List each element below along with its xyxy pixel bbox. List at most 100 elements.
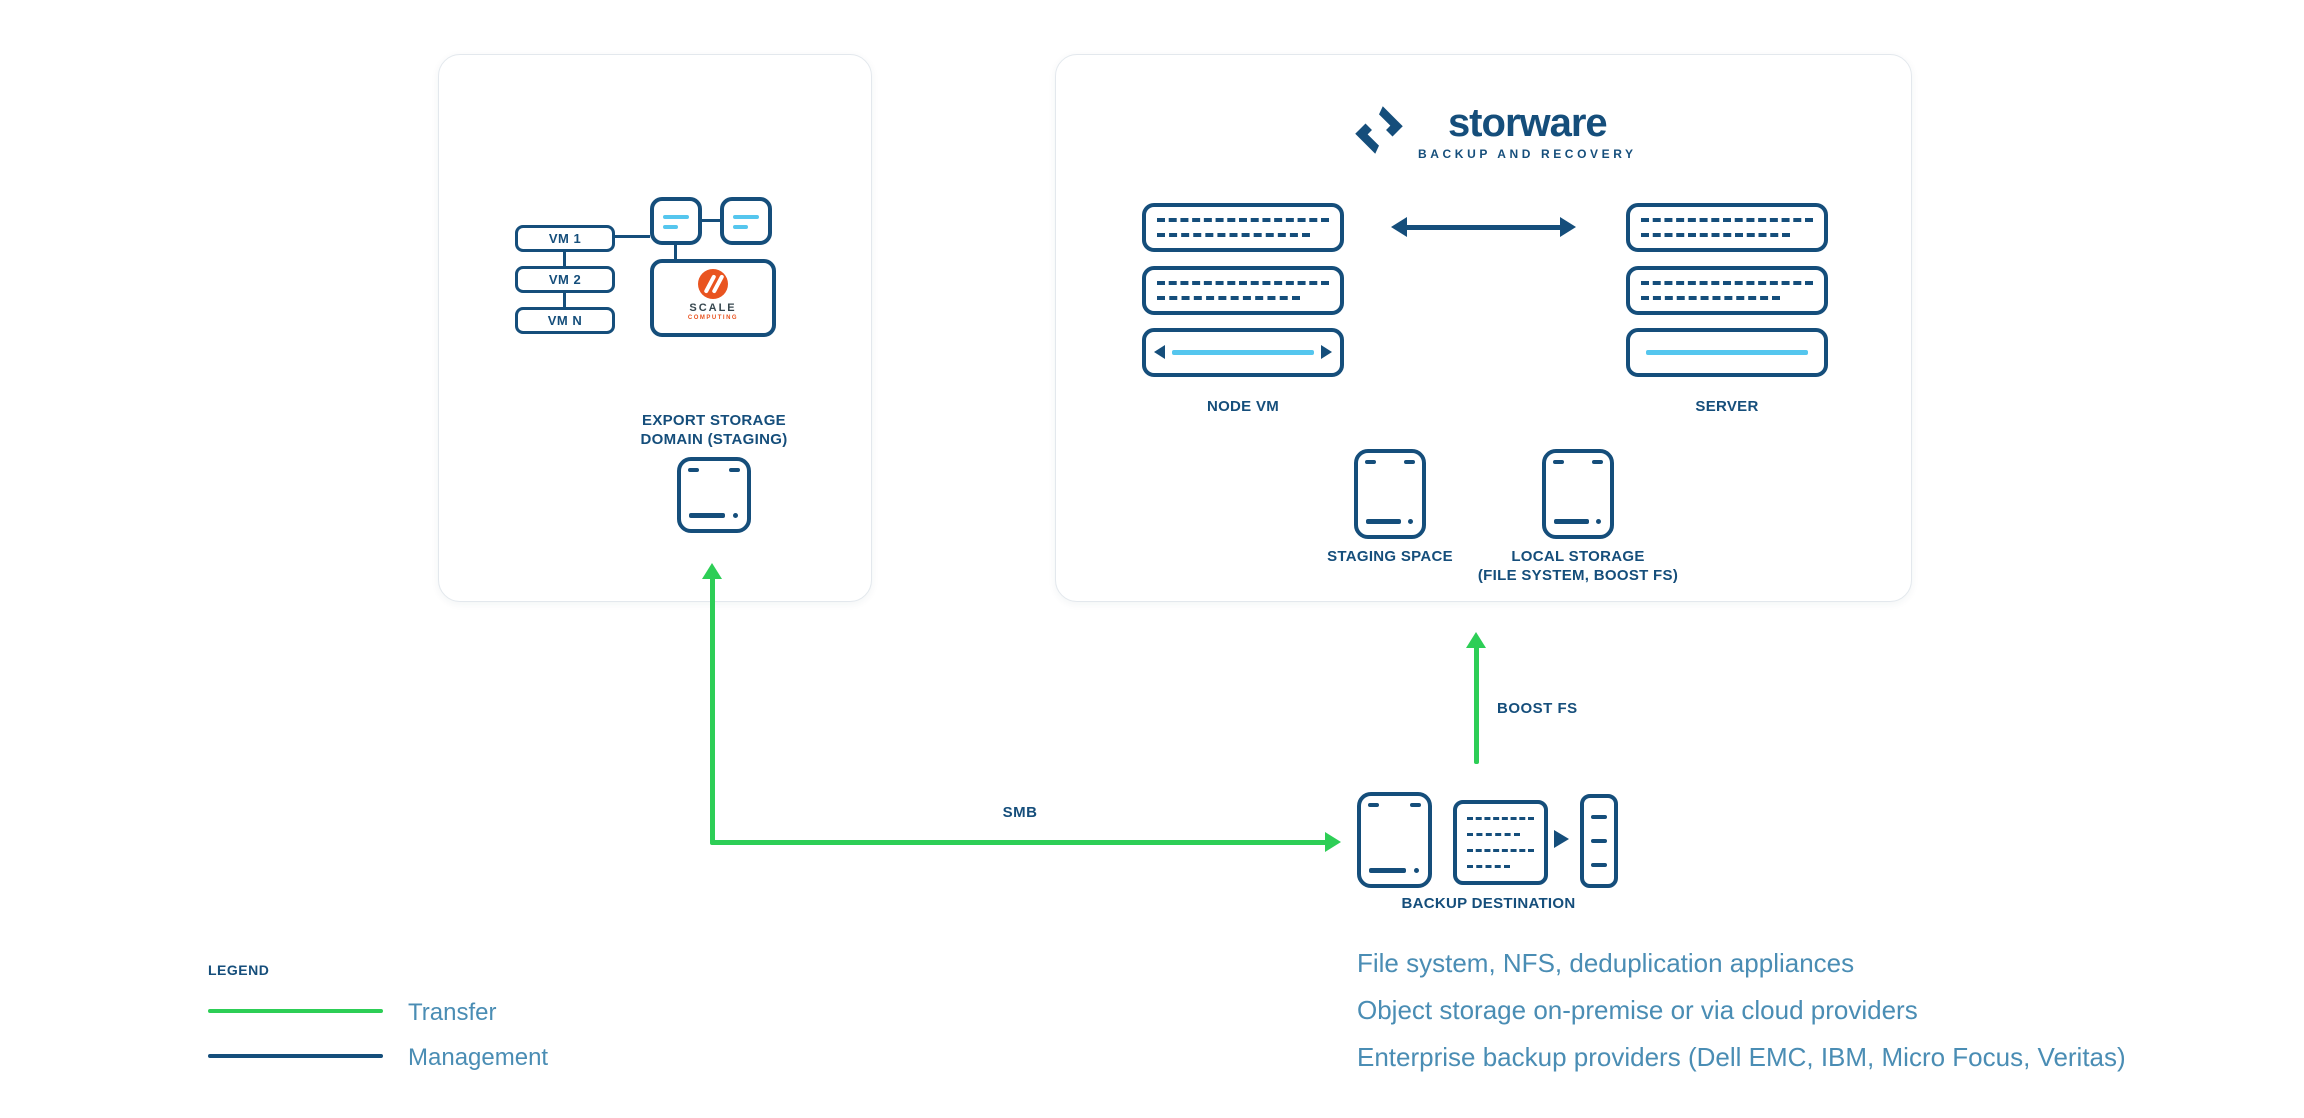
- local-storage-label-line1: LOCAL STORAGE: [1511, 548, 1645, 565]
- list-line: [1591, 839, 1607, 843]
- backup-destination-label: BACKUP DESTINATION: [1401, 895, 1576, 912]
- data-line: [663, 215, 689, 219]
- storware-tagline: BACKUP AND RECOVERY: [1418, 147, 1637, 161]
- data-line: [1172, 350, 1314, 355]
- vm-to-cluster-line: [615, 235, 650, 238]
- disk-dot: [1596, 519, 1601, 524]
- disk-tick: [729, 468, 740, 472]
- data-line: [733, 225, 748, 229]
- note-line: Object storage on-premise or via cloud p…: [1357, 995, 1918, 1025]
- server-unit: [1142, 266, 1344, 315]
- backup-list-icon: [1580, 794, 1618, 888]
- vm2-box: VM 2: [515, 266, 615, 293]
- storware-wordmark-block: storware BACKUP AND RECOVERY: [1418, 103, 1637, 161]
- export-storage-label: EXPORT STORAGE DOMAIN (STAGING): [594, 411, 834, 449]
- disk-dot: [1414, 868, 1419, 873]
- boost-fs-label: BOOST FS: [1497, 700, 1578, 717]
- backup-destination-disk-icon: [1357, 792, 1432, 888]
- local-storage-disk-icon: [1542, 449, 1614, 539]
- list-line: [1591, 863, 1607, 867]
- storware-logo-icon: [1355, 106, 1403, 154]
- vm-connector: [563, 252, 566, 266]
- disk-slot: [689, 513, 726, 518]
- smb-arrowhead-up: [702, 563, 722, 579]
- dash-line: [1467, 833, 1520, 836]
- disk-tick: [1368, 803, 1379, 807]
- disk-slot: [1554, 519, 1590, 524]
- right-arrow-icon: [1321, 345, 1332, 359]
- scale-logo-name: SCALE: [689, 302, 737, 314]
- scale-cluster-panel: VM 1 VM 2 VM N SCALE COMPUTING: [438, 54, 872, 602]
- legend-management-line: [208, 1054, 383, 1058]
- management-line: [1405, 225, 1562, 230]
- legend-transfer-line: [208, 1009, 383, 1013]
- disk-tick: [1592, 460, 1603, 464]
- cluster-node-icon: [650, 197, 702, 245]
- scale-computing-logo-icon: [698, 269, 728, 299]
- export-storage-label-line2: DOMAIN (STAGING): [640, 431, 788, 448]
- management-arrowhead-right: [1560, 217, 1576, 237]
- server-unit: [1142, 203, 1344, 252]
- disk-tick: [1365, 460, 1376, 464]
- server-unit: [1626, 266, 1828, 315]
- dash-line: [1467, 817, 1534, 820]
- dash-line: [1641, 281, 1813, 285]
- legend-title: LEGEND: [208, 962, 270, 978]
- dash-line: [1467, 865, 1510, 868]
- server-label: SERVER: [1695, 398, 1759, 415]
- legend-transfer-label: Transfer: [408, 999, 497, 1026]
- storware-brand: storware BACKUP AND RECOVERY: [1352, 103, 1637, 161]
- data-line: [1646, 350, 1808, 355]
- dash-line: [1641, 218, 1813, 222]
- server-unit-io: [1142, 328, 1344, 377]
- cluster-node-icon: [720, 197, 772, 245]
- server-stack: [1626, 203, 1828, 428]
- export-storage-disk-icon: [677, 457, 751, 533]
- disk-dot: [733, 513, 738, 518]
- storware-wordmark: storware: [1447, 101, 1608, 145]
- storware-panel: storware BACKUP AND RECOVERY NODE VM: [1055, 54, 1912, 602]
- backup-destination-notes: File system, NFS, deduplication applianc…: [1357, 948, 2126, 1089]
- smb-label: SMB: [1002, 804, 1038, 821]
- backup-flow-arrow-icon: [1554, 830, 1569, 848]
- cluster-host-link-line: [674, 245, 677, 259]
- scale-computing-host: SCALE COMPUTING: [650, 259, 776, 337]
- dash-line: [1467, 849, 1534, 852]
- dash-line: [1157, 281, 1329, 285]
- server-unit: [1626, 203, 1828, 252]
- disk-slot: [1366, 519, 1402, 524]
- disk-slot: [1369, 868, 1406, 873]
- left-arrow-icon: [1154, 345, 1165, 359]
- note-line: File system, NFS, deduplication applianc…: [1357, 948, 1855, 978]
- disk-tick: [1404, 460, 1415, 464]
- legend-management-label: Management: [408, 1044, 549, 1071]
- server-unit-io: [1626, 328, 1828, 377]
- boost-fs-vertical-line: [1474, 646, 1479, 764]
- vm1-box: VM 1: [515, 225, 615, 252]
- dash-line: [1641, 233, 1790, 237]
- backup-catalog-icon: [1453, 800, 1548, 885]
- boost-fs-arrowhead-up: [1466, 632, 1486, 648]
- local-storage-label-line2: (FILE SYSTEM, BOOST FS): [1477, 567, 1679, 584]
- export-storage-label-line1: EXPORT STORAGE: [642, 412, 786, 429]
- dash-line: [1157, 233, 1310, 237]
- vm-connector: [563, 293, 566, 307]
- node-vm-label: NODE VM: [1206, 398, 1280, 415]
- scale-logo-subtitle: COMPUTING: [687, 315, 739, 321]
- disk-tick: [1410, 803, 1421, 807]
- local-storage-label: LOCAL STORAGE (FILE SYSTEM, BOOST FS): [1458, 547, 1698, 585]
- smb-vertical-line: [710, 577, 715, 843]
- disk-tick: [688, 468, 699, 472]
- node-vm-stack: [1142, 203, 1344, 428]
- note-line: Enterprise backup providers (Dell EMC, I…: [1357, 1042, 2126, 1072]
- vmn-box: VM N: [515, 307, 615, 334]
- smb-horizontal-line: [710, 840, 1327, 845]
- cluster-node-link-line: [702, 219, 720, 222]
- disk-tick: [1553, 460, 1564, 464]
- data-line: [733, 215, 759, 219]
- list-line: [1591, 815, 1607, 819]
- dash-line: [1157, 218, 1329, 222]
- dash-line: [1157, 296, 1300, 300]
- staging-space-disk-icon: [1354, 449, 1426, 539]
